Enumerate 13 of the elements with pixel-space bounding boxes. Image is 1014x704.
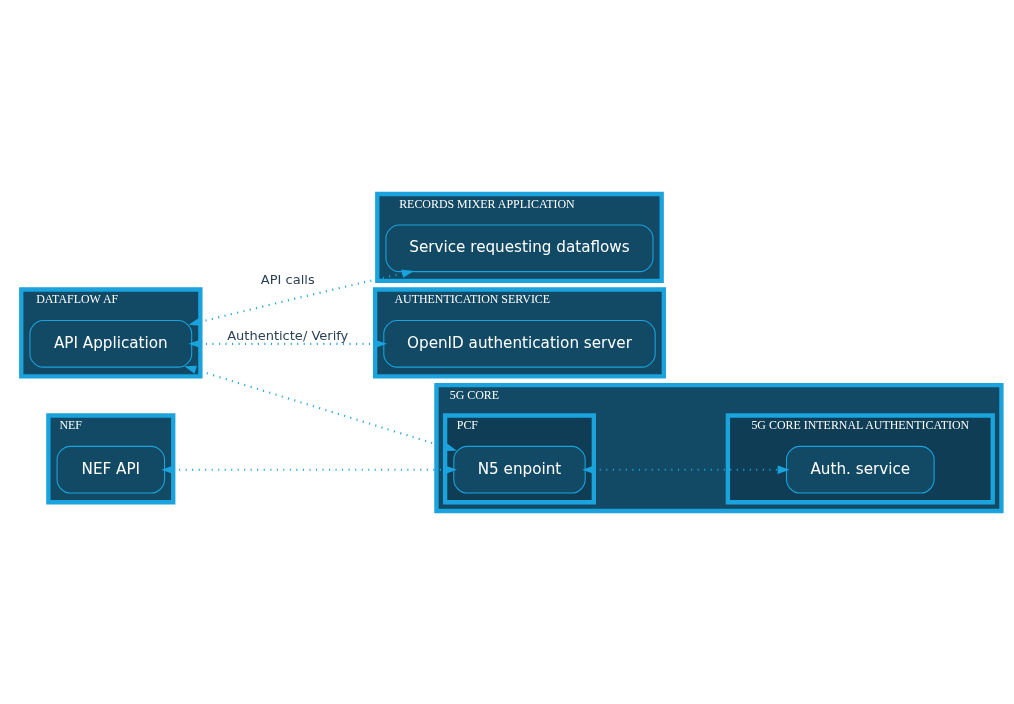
node-box: Auth. service <box>785 445 935 494</box>
edge-label: API calls <box>260 271 315 287</box>
arrow <box>188 269 414 326</box>
node-box: NEF API <box>56 445 166 494</box>
edge-label: Authenticte/ Verify <box>227 327 349 343</box>
arrow <box>184 365 457 451</box>
arrow <box>161 465 457 474</box>
node-box: API Application <box>29 319 193 368</box>
arrow <box>582 465 790 474</box>
node-box: OpenID authentication server <box>383 319 656 368</box>
node-box: Service requesting dataflows <box>385 223 654 272</box>
node-box: N5 enpoint <box>453 445 586 494</box>
arrow <box>188 339 387 348</box>
